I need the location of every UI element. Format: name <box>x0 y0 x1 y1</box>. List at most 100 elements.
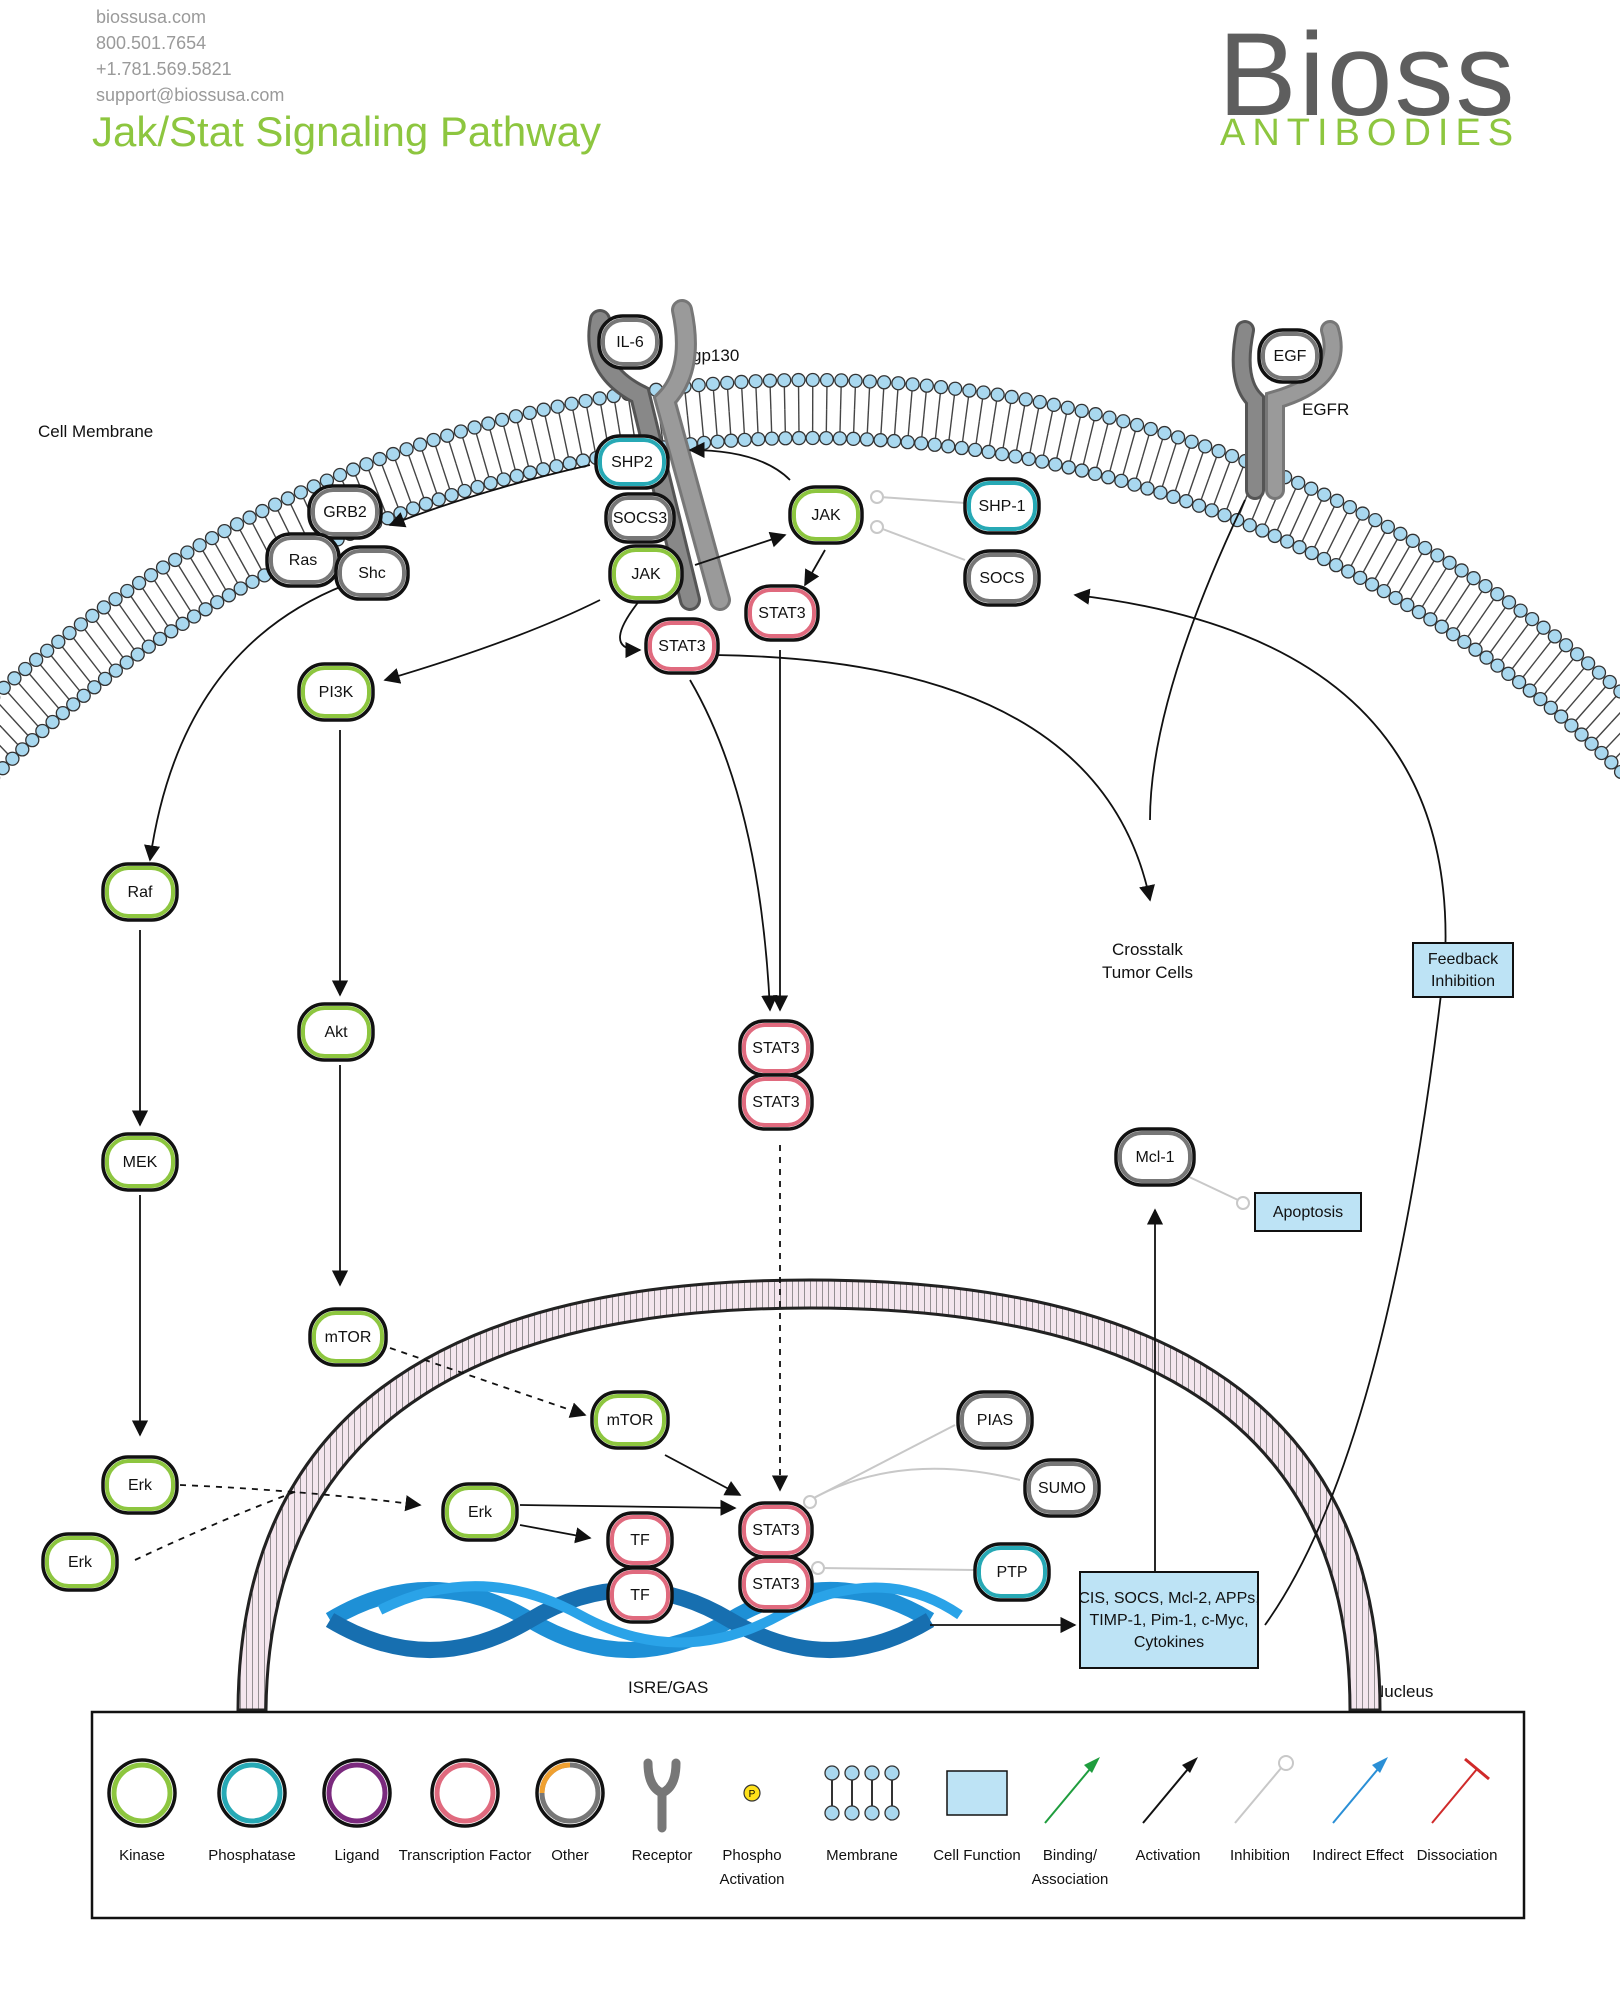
legend-phospho-icon: P <box>743 1784 761 1802</box>
ras-node-label: Ras <box>289 552 317 569</box>
nucleus-label: Nucleus <box>1372 1682 1434 1701</box>
legend-phospho-symbol: P <box>749 1789 756 1800</box>
tf-node-2-label: TF <box>630 1587 650 1604</box>
erk-node-2-label: Erk <box>68 1554 93 1571</box>
gp130-receptor <box>587 299 731 611</box>
pi3k-node: PI3K <box>297 662 375 722</box>
tumor-cells-label: Tumor Cells <box>1102 963 1193 982</box>
legend-binding-label-0: Binding/ <box>1043 1847 1098 1864</box>
stat3-nuclear-bottom-node-label: STAT3 <box>752 1576 800 1593</box>
nuclear-envelope <box>236 1278 1382 1712</box>
legend-indirect-icon <box>1332 1757 1388 1824</box>
mtor-nuclear-node: mTOR <box>590 1390 670 1450</box>
arrow-jak-to-stat3 <box>619 599 642 659</box>
page-title: Jak/Stat Signaling Pathway <box>92 108 601 155</box>
il6-node-label: IL-6 <box>616 334 644 351</box>
legend-membrane-icon <box>824 1765 900 1821</box>
contact-phone: 800.501.7654 <box>96 33 207 53</box>
pi3k-node-label: PI3K <box>319 684 354 701</box>
jak-left-node: JAK <box>608 544 684 604</box>
erk-node-1-label: Erk <box>128 1477 153 1494</box>
legend-inhibition-label: Inhibition <box>1230 1847 1290 1864</box>
contact-email: support@biossusa.com <box>96 85 285 105</box>
cell-membrane-label: Cell Membrane <box>38 422 154 441</box>
legend-ligand-icon <box>322 1758 392 1828</box>
arrow-erk-to-stat3 <box>519 1499 737 1516</box>
raf-node-label: Raf <box>128 884 153 901</box>
legend-dissociation-icon <box>1431 1757 1490 1824</box>
stat3-node-a: STAT3 <box>744 584 820 642</box>
socs-node-label: SOCS <box>979 570 1024 587</box>
feedback-inhibition-box-line-0: Feedback <box>1428 951 1499 968</box>
legend-binding-icon <box>1044 1757 1100 1824</box>
il6-node: IL-6 <box>597 314 663 370</box>
arrow-stat3-to-crosstalk <box>714 654 1155 902</box>
legend-membrane-label: Membrane <box>826 1847 898 1864</box>
arrow-jak-to-jak <box>694 531 787 566</box>
arrow-jak-to-stat3-right <box>804 549 826 587</box>
target-genes-box-line-2: Cytokines <box>1134 1634 1204 1651</box>
erk-nuclear-node: Erk <box>441 1482 519 1542</box>
shp2-node-label: SHP2 <box>611 454 653 471</box>
akt-node-label: Akt <box>324 1024 348 1041</box>
legend-cellfn-icon <box>946 1770 1008 1816</box>
stat3-nuclear-top-node: STAT3 <box>738 1501 814 1559</box>
egf-node: EGF <box>1257 328 1323 384</box>
arrow-erk-translocation <box>179 1484 422 1512</box>
inhibit-sumo-stat3 <box>809 1467 1021 1501</box>
tf-node-2: TF <box>606 1566 674 1624</box>
arrow-jak-to-pi3k <box>383 599 601 684</box>
pias-node-label: PIAS <box>977 1412 1013 1429</box>
arrow-mtor-to-stat3 <box>664 1454 742 1496</box>
legend-dissociation-label: Dissociation <box>1417 1847 1498 1864</box>
arrow-erk-to-tf <box>519 1524 592 1544</box>
mtor-cytoplasm-node: mTOR <box>308 1307 388 1367</box>
inhibit-socs-jak <box>879 527 966 561</box>
mtor-cytoplasm-node-label: mTOR <box>325 1329 372 1346</box>
legend-tf-icon <box>430 1758 500 1828</box>
contact-phone-intl: +1.781.569.5821 <box>96 59 232 79</box>
arrow-mtor-translocation <box>389 1347 587 1418</box>
erk-nuclear-node-label: Erk <box>468 1504 493 1521</box>
legend-phosphatase-icon <box>217 1758 287 1828</box>
stat3-node-b: STAT3 <box>644 617 720 675</box>
legend-phospho-label-0: Phospho <box>722 1847 781 1864</box>
sumo-node-label: SUMO <box>1038 1480 1086 1497</box>
egfr-label: EGFR <box>1302 400 1350 419</box>
legend-kinase-label: Kinase <box>119 1847 165 1864</box>
stat3-nuclear-top-node-label: STAT3 <box>752 1522 800 1539</box>
mtor-nuclear-node-label: mTOR <box>607 1412 654 1429</box>
arrow-genes-feedback <box>1073 588 1447 1626</box>
legend-receptor-icon <box>643 1758 681 1833</box>
legend-tf-label: Transcription Factor <box>399 1847 532 1864</box>
mcl1-node: Mcl-1 <box>1114 1127 1196 1187</box>
arrow-shp2-to-grb2 <box>388 464 591 528</box>
target-genes-box-line-0: CIS, SOCS, Mcl-2, APPs, <box>1078 1590 1259 1607</box>
ptp-node: PTP <box>973 1542 1051 1602</box>
stat3-dimer-top-node-label: STAT3 <box>752 1040 800 1057</box>
apoptosis-box-line-0: Apoptosis <box>1273 1204 1343 1221</box>
arrow-shc-to-raf <box>144 584 346 862</box>
inhibition-lines <box>803 490 1250 1575</box>
stat3-nuclear-bottom-node: STAT3 <box>738 1555 814 1613</box>
legend-indirect-label: Indirect Effect <box>1312 1847 1404 1864</box>
legend-binding-label-1: Association <box>1032 1871 1109 1888</box>
stat3-dimer-bottom-node-label: STAT3 <box>752 1094 800 1111</box>
legend-inhibition-icon <box>1234 1755 1294 1824</box>
arrow-stat3-to-dimer-2 <box>689 679 778 1012</box>
akt-node: Akt <box>297 1002 375 1062</box>
jak-left-node-label: JAK <box>631 566 661 583</box>
crosstalk-label: Crosstalk <box>1112 940 1183 959</box>
ptp-node-label: PTP <box>996 1564 1027 1581</box>
arrow-jak-to-shp2 <box>688 441 791 481</box>
legend-other-label: Other <box>551 1847 589 1864</box>
shp1-node: SHP-1 <box>963 477 1041 535</box>
legend-cellfn-label: Cell Function <box>933 1847 1021 1864</box>
legend-activation-label: Activation <box>1135 1847 1200 1864</box>
ras-node: Ras <box>265 532 341 588</box>
bioss-logo: Bioss <box>1218 9 1517 141</box>
tf-node-1: TF <box>606 1511 674 1569</box>
egfr-receptor <box>1231 320 1343 500</box>
